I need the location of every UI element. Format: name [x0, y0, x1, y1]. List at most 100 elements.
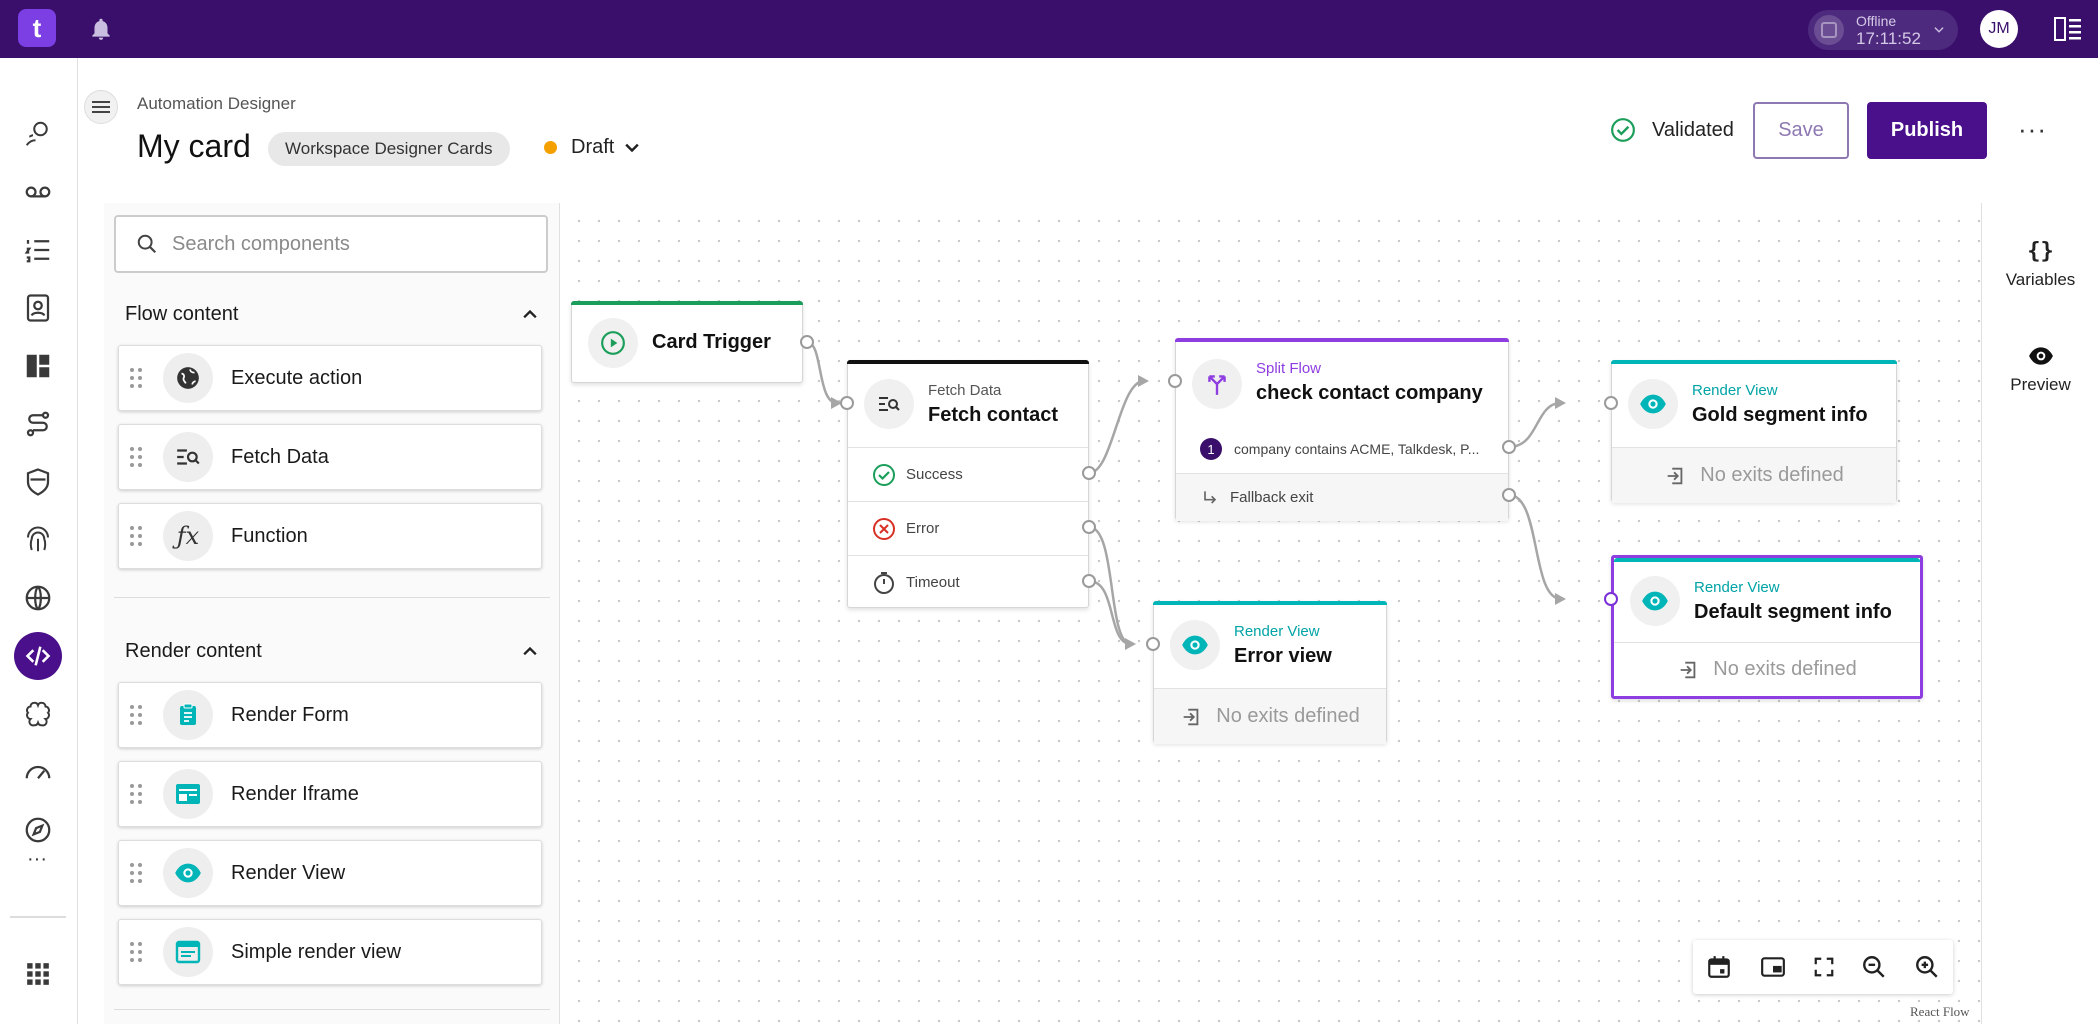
ai-brain-icon[interactable] [14, 690, 62, 738]
success-output-handle[interactable] [1082, 466, 1096, 480]
status-time: 17:11:52 [1856, 29, 1921, 48]
edge-fallback-default [1508, 493, 1562, 601]
publish-button[interactable]: Publish [1867, 102, 1987, 159]
bell-icon[interactable] [88, 16, 114, 42]
zoom-out-icon[interactable] [1861, 954, 1887, 980]
drag-handle-icon[interactable] [129, 445, 143, 469]
preview-label: Preview [2010, 375, 2071, 394]
no-exits-label: No exits defined [1216, 705, 1360, 727]
drag-handle-icon[interactable] [129, 524, 143, 548]
errorview-input-handle[interactable] [1146, 637, 1160, 651]
edge-timeout-errorview [1088, 579, 1132, 646]
form-icon [163, 690, 213, 740]
save-button[interactable]: Save [1753, 102, 1849, 159]
more-apps[interactable]: ··· [27, 848, 47, 870]
globe-icon[interactable] [14, 574, 62, 622]
default-input-handle[interactable] [1604, 592, 1618, 606]
user-avatar[interactable]: JM [1980, 10, 2018, 48]
search-box[interactable] [114, 215, 548, 273]
top-bar: t Offline 17:11:52 JM [0, 0, 2098, 58]
trigger-output-handle[interactable] [800, 335, 814, 349]
component-label: Function [231, 524, 308, 547]
fit-view-icon[interactable] [1813, 956, 1835, 978]
routing-icon[interactable] [14, 400, 62, 448]
react-flow-attribution[interactable]: React Flow [1910, 1004, 1970, 1019]
split-input-handle[interactable] [1168, 374, 1182, 388]
chevron-down-icon [625, 143, 640, 152]
component-render-iframe[interactable]: Render Iframe [118, 761, 542, 827]
navigation-rail: ··· [0, 58, 78, 1024]
section-render-content[interactable]: Render content [104, 626, 560, 676]
component-fetch-data[interactable]: Fetch Data [118, 424, 542, 490]
section-flow-content[interactable]: Flow content [104, 289, 560, 339]
eye-icon [163, 848, 213, 898]
gauge-icon[interactable] [14, 748, 62, 796]
apps-grid-icon[interactable] [14, 950, 62, 998]
app-logo[interactable]: t [18, 9, 56, 47]
preview-button[interactable]: Preview [1982, 343, 2098, 395]
node-error-view[interactable]: Render View Error view No exits defined [1153, 601, 1387, 744]
more-options-button[interactable]: ··· [2018, 114, 2047, 144]
error-circle-icon [873, 517, 895, 540]
drag-handle-icon[interactable] [129, 940, 143, 964]
zoom-in-icon[interactable] [1914, 954, 1940, 980]
node-fetch-contact[interactable]: Fetch Data Fetch contact Success Error T… [847, 360, 1089, 608]
drag-handle-icon[interactable] [129, 861, 143, 885]
no-exits-label: No exits defined [1700, 464, 1844, 486]
component-simple-render-view[interactable]: Simple render view [118, 919, 542, 985]
panel-menu-button[interactable] [84, 90, 118, 124]
voicemail-icon[interactable] [14, 168, 62, 216]
function-icon: ƒx [163, 511, 213, 561]
globe-icon [163, 353, 213, 403]
gold-input-handle[interactable] [1604, 396, 1618, 410]
edge-success-split [1088, 379, 1145, 475]
search-input[interactable] [172, 232, 532, 256]
exit-label: Timeout [906, 574, 960, 591]
rule-output-handle[interactable] [1502, 440, 1516, 454]
node-accent-bar [571, 301, 803, 305]
arrow-head [1138, 375, 1149, 387]
fallback-arrow-icon [1204, 490, 1217, 504]
chevron-down-icon [1934, 27, 1944, 33]
fetch-data-icon [864, 379, 914, 429]
component-function[interactable]: ƒx Function [118, 503, 542, 569]
error-output-handle[interactable] [1082, 520, 1096, 534]
breadcrumb[interactable]: Automation Designer [137, 94, 296, 113]
draft-status-dropdown[interactable]: Draft [544, 136, 642, 159]
component-label: Render Iframe [231, 782, 359, 805]
arrow-head [1555, 593, 1566, 605]
shield-icon[interactable] [14, 458, 62, 506]
drag-handle-icon[interactable] [129, 782, 143, 806]
code-designer-icon[interactable] [14, 632, 62, 680]
status-selector[interactable]: Offline 17:11:52 [1808, 10, 1958, 50]
check-circle-icon [1611, 118, 1635, 142]
right-panel: {} Variables Preview [1981, 203, 2098, 1024]
fallback-output-handle[interactable] [1502, 488, 1516, 502]
list-icon[interactable] [14, 226, 62, 274]
node-type: Render View [1234, 623, 1320, 640]
component-render-form[interactable]: Render Form [118, 682, 542, 748]
drag-handle-icon[interactable] [129, 703, 143, 727]
node-accent-bar [1175, 338, 1509, 342]
drag-handle-icon[interactable] [129, 366, 143, 390]
dashboard-icon[interactable] [14, 342, 62, 390]
flow-canvas[interactable]: Card Trigger Fetch Data Fetch contact Su… [561, 203, 1981, 1024]
minimap-icon[interactable] [1759, 954, 1787, 980]
variables-button[interactable]: {} Variables [1982, 239, 2098, 290]
calendar-icon[interactable] [1706, 954, 1732, 980]
component-render-view[interactable]: Render View [118, 840, 542, 906]
contacts-icon[interactable] [14, 284, 62, 332]
timeout-output-handle[interactable] [1082, 574, 1096, 588]
fingerprint-icon[interactable] [14, 516, 62, 564]
conversations-icon[interactable] [14, 110, 62, 158]
exit-icon [1667, 467, 1683, 484]
node-default-segment[interactable]: Render View Default segment info No exit… [1611, 555, 1923, 699]
node-split-flow[interactable]: Split Flow check contact company 1 compa… [1175, 338, 1509, 521]
side-panel-toggle-icon[interactable] [2054, 16, 2082, 42]
node-card-trigger[interactable]: Card Trigger [571, 301, 803, 383]
fetch-input-handle[interactable] [840, 396, 854, 410]
node-gold-segment[interactable]: Render View Gold segment info No exits d… [1611, 360, 1897, 503]
section-divider [114, 597, 550, 598]
compass-icon[interactable] [14, 806, 62, 854]
component-execute-action[interactable]: Execute action [118, 345, 542, 411]
